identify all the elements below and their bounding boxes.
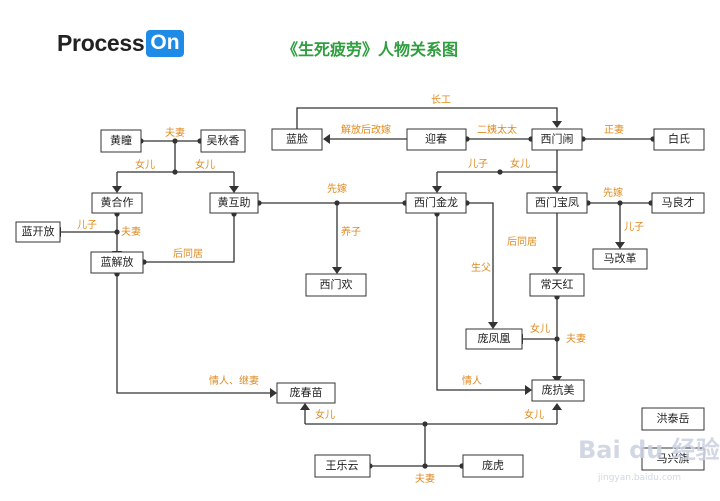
svg-text:西门欢: 西门欢 <box>320 277 353 291</box>
svg-text:迎春: 迎春 <box>425 133 447 146</box>
baidu-watermark: Bai du 经验 jingyan.baidu.com <box>578 436 720 483</box>
svg-text:Bai du 经验: Bai du 经验 <box>578 436 720 464</box>
svg-text:黄互助: 黄互助 <box>218 195 251 209</box>
svg-text:马良才: 马良才 <box>662 195 695 209</box>
node-huangtong: 黄瞳 <box>100 129 142 153</box>
edge-qingren <box>436 213 526 391</box>
label-xianjia-1: 先嫁 <box>327 182 347 195</box>
svg-text:蓝开放: 蓝开放 <box>22 224 55 238</box>
svg-text:黄瞳: 黄瞳 <box>110 133 132 147</box>
svg-text:常天红: 常天红 <box>541 278 574 291</box>
node-wuqiuxiang: 吴秋香 <box>200 129 246 153</box>
svg-text:庞凤凰: 庞凤凰 <box>478 331 511 345</box>
svg-text:吴秋香: 吴秋香 <box>207 133 240 147</box>
node-panghu: 庞虎 <box>462 454 524 478</box>
node-ximenhuan: 西门欢 <box>305 273 367 297</box>
node-maliangcai: 马良才 <box>651 192 705 214</box>
edge-qingren-jiqi <box>116 273 271 394</box>
node-pangkangmei: 庞抗美 <box>531 379 585 402</box>
label-fuqi-4: 夫妻 <box>415 472 435 485</box>
node-changtianhong: 常天红 <box>529 273 585 297</box>
label-fuqi-1: 夫妻 <box>165 126 185 139</box>
node-extra-partial: 马兴旗 <box>641 447 705 471</box>
edge-children-ximen <box>436 149 558 187</box>
node-ximenjinlong: 西门金龙 <box>405 192 467 214</box>
label-shengfu: 生父 <box>471 261 491 274</box>
label-eryitaitai: 二姨太太 <box>477 123 517 136</box>
label-houtongju-2: 后同居 <box>507 236 537 248</box>
label-xianjia-2: 先嫁 <box>603 186 623 199</box>
label-nver-5: 女儿 <box>315 408 335 421</box>
svg-text:庞虎: 庞虎 <box>482 458 504 472</box>
node-huanghuzhu: 黄互助 <box>209 192 259 214</box>
node-lanjiefang: 蓝解放 <box>90 251 144 274</box>
svg-text:白氏: 白氏 <box>668 132 690 146</box>
label-erzi-1: 儿子 <box>468 158 488 170</box>
edge-changgong <box>296 107 558 129</box>
label-changgong: 长工 <box>431 94 451 106</box>
svg-text:西门宝凤: 西门宝凤 <box>535 195 579 209</box>
svg-text:蓝脸: 蓝脸 <box>286 132 308 146</box>
svg-text:西门金龙: 西门金龙 <box>414 195 458 209</box>
label-fuqi-2: 夫妻 <box>121 225 141 238</box>
label-nver-3: 女儿 <box>510 157 530 170</box>
svg-text:蓝解放: 蓝解放 <box>101 255 134 269</box>
node-ximennao: 西门闹 <box>531 128 583 151</box>
logo-text: Process <box>57 29 145 56</box>
svg-text:马兴旗: 马兴旗 <box>657 451 690 465</box>
svg-text:黄合作: 黄合作 <box>101 195 134 209</box>
label-erzi-3: 儿子 <box>77 219 97 231</box>
node-huanghezuo: 黄合作 <box>91 192 143 214</box>
node-magaige: 马改革 <box>592 248 648 270</box>
node-baishi: 白氏 <box>653 128 705 151</box>
label-nver-6: 女儿 <box>524 408 544 421</box>
label-fuqi-3: 夫妻 <box>566 332 586 345</box>
label-nver-2: 女儿 <box>195 158 215 171</box>
label-zhengqi: 正妻 <box>604 123 624 136</box>
svg-text:马改革: 马改革 <box>604 251 637 265</box>
label-jiefang-gaijia: 解放后改嫁 <box>341 123 391 136</box>
svg-text:王乐云: 王乐云 <box>326 459 359 472</box>
label-houtongju-1: 后同居 <box>173 248 203 260</box>
node-hongtaiyue: 洪泰岳 <box>641 407 705 431</box>
node-pangchunmiao: 庞春苗 <box>276 382 336 404</box>
node-lankaifang: 蓝开放 <box>15 221 61 243</box>
label-nver-1: 女儿 <box>135 158 155 171</box>
svg-text:西门闹: 西门闹 <box>541 132 574 146</box>
label-qingren-jiqi: 情人、继妻 <box>209 374 259 387</box>
label-nver-4: 女儿 <box>530 322 550 335</box>
node-ximenbaofeng: 西门宝凤 <box>526 192 588 214</box>
edge-houtongju-1 <box>143 213 235 263</box>
label-yangzi: 养子 <box>341 225 361 238</box>
label-qingren: 情人 <box>462 374 482 387</box>
svg-text:庞抗美: 庞抗美 <box>542 383 575 397</box>
svg-text:jingyan.baidu.com: jingyan.baidu.com <box>597 473 681 483</box>
edge-daughters-pang <box>304 409 558 466</box>
node-wangleyun: 王乐云 <box>314 454 371 478</box>
node-yingchun: 迎春 <box>406 128 467 151</box>
node-pangfenghuang: 庞凤凰 <box>465 328 523 350</box>
svg-text:庞春苗: 庞春苗 <box>290 385 323 399</box>
edge-shengfu <box>466 202 494 323</box>
diagram-title: 《生死疲劳》人物关系图 <box>282 40 459 59</box>
svg-text:洪泰岳: 洪泰岳 <box>657 411 690 425</box>
node-lanlian: 蓝脸 <box>271 128 323 151</box>
processon-logo: Process On <box>57 27 184 59</box>
label-erzi-2: 儿子 <box>624 221 644 233</box>
logo-badge: On <box>146 29 184 57</box>
